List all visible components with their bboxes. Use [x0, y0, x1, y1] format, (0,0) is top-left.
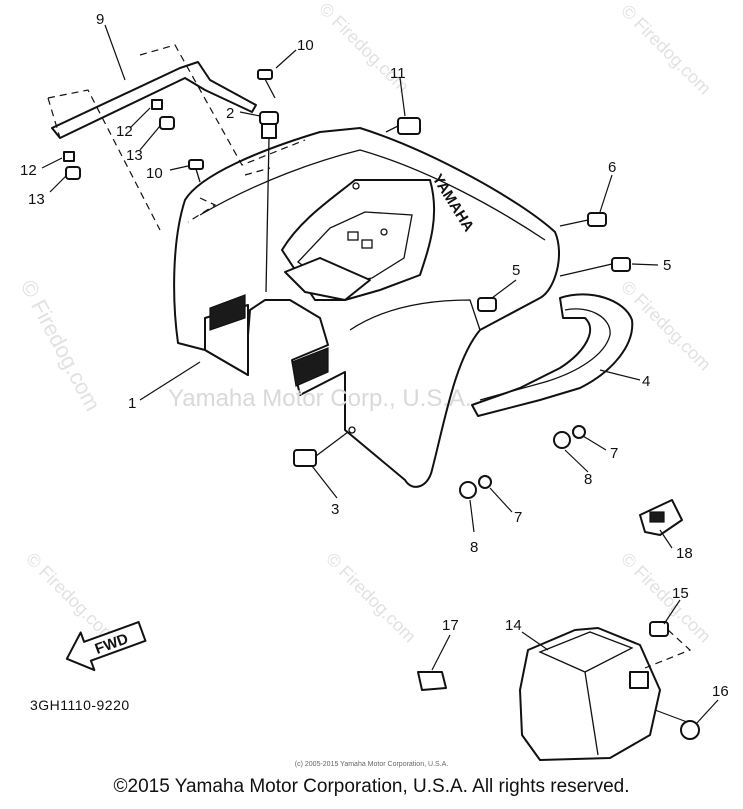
- callout-2: 2: [226, 105, 234, 122]
- fender-ridge-1: [199, 149, 546, 241]
- box-latch: [629, 671, 649, 689]
- battery-box-part-14: [519, 627, 696, 761]
- watermark-bottom-left: © Firedog.com: [22, 549, 120, 647]
- callout-6: 6: [608, 159, 616, 176]
- hardware: [63, 69, 683, 691]
- watermark-left: © Firedog.com: [16, 276, 106, 415]
- clip-12-left: [63, 151, 75, 162]
- catalog-code: 3GH1110-9220: [30, 697, 130, 713]
- box-body: [519, 627, 661, 761]
- watermark-top-mid: © Firedog.com: [315, 0, 413, 96]
- clip-12-top: [151, 99, 163, 110]
- callout-10-left: 10: [146, 165, 163, 182]
- bracket-rail: [51, 61, 257, 139]
- bracket-dash-5: [187, 197, 217, 223]
- fender-flap-right: [291, 347, 329, 387]
- rear-guard-part-4: [471, 293, 634, 417]
- rear-fender: YAMAHA: [173, 127, 560, 488]
- fender-tray: [284, 257, 371, 301]
- box-top-edge: [538, 631, 634, 673]
- fender-slot-2: [361, 239, 373, 249]
- callout-8-left: 8: [470, 539, 478, 556]
- bolt-3: [293, 431, 349, 467]
- callout-5-right: 5: [663, 257, 671, 274]
- callout-5-center: 5: [512, 262, 520, 279]
- bolt-15: [649, 621, 669, 637]
- callout-9: 9: [96, 11, 104, 28]
- fender-hole-3: [348, 426, 356, 434]
- bolt-11: [385, 117, 421, 135]
- callout-18: 18: [676, 545, 693, 562]
- callout-12-left: 12: [20, 162, 37, 179]
- bracket-dash-3: [139, 44, 306, 166]
- bracket-dash-2: [47, 97, 61, 139]
- callout-17: 17: [442, 617, 459, 634]
- callout-7-right: 7: [610, 445, 618, 462]
- callout-13-top: 13: [126, 147, 143, 164]
- clip-18-slot: [649, 511, 665, 523]
- nut-8-left: [459, 481, 477, 499]
- callout-1: 1: [128, 395, 136, 412]
- nut-13-top: [159, 116, 175, 130]
- bolt-10-top: [257, 69, 276, 99]
- callout-4: 4: [642, 373, 650, 390]
- watermark-top-right: © Firedog.com: [617, 1, 715, 99]
- fender-hole-2: [380, 228, 388, 236]
- callout-16: 16: [712, 683, 729, 700]
- callout-10-top: 10: [297, 37, 314, 54]
- callout-12-top: 12: [116, 123, 133, 140]
- bracket-dash-1: [47, 89, 161, 231]
- bolt-15-dash: [644, 629, 692, 669]
- fender-slot-1: [347, 231, 359, 241]
- callout-15: 15: [672, 585, 689, 602]
- box-front-edge: [584, 671, 599, 756]
- bolt-10-left: [188, 159, 204, 183]
- callout-11: 11: [390, 65, 406, 82]
- fender-hole-1: [352, 182, 360, 190]
- nut-16: [680, 720, 700, 740]
- callout-14: 14: [505, 617, 522, 634]
- washer-7-right: [572, 425, 586, 439]
- bracket-part-9: [47, 44, 306, 231]
- watermark-bottom-mid: © Firedog.com: [322, 549, 420, 647]
- small-copyright: (c) 2005-2015 Yamaha Motor Corporation, …: [294, 761, 449, 768]
- washer-7-left: [478, 475, 492, 489]
- bracket-dash-4: [244, 167, 271, 176]
- nut-8-right: [553, 431, 571, 449]
- bolt-2: [259, 111, 279, 293]
- fender-flap-left: [209, 294, 246, 331]
- bolt-6: [559, 212, 607, 227]
- callout-3: 3: [331, 501, 339, 518]
- nut-13-left: [65, 166, 81, 180]
- callouts: 9 10 2 11 12 13 10 12 13 6 5 5 4 7 8 7 8…: [20, 11, 729, 700]
- footer-copyright: ©2015 Yamaha Motor Corporation, U.S.A. A…: [113, 776, 630, 797]
- bolt-5-center: [477, 297, 497, 312]
- rear-guard-edge: [479, 308, 611, 401]
- callout-7-left: 7: [514, 509, 522, 526]
- leader-lines: [41, 24, 719, 725]
- pad-part-17: [417, 671, 447, 691]
- watermark-center: Yamaha Motor Corp., U.S.A.: [168, 385, 472, 412]
- bolt-5-right: [559, 257, 631, 277]
- callout-13-left: 13: [28, 191, 45, 208]
- callout-8-right: 8: [584, 471, 592, 488]
- rear-guard: [471, 293, 634, 417]
- fender-ridge-2: [349, 299, 481, 331]
